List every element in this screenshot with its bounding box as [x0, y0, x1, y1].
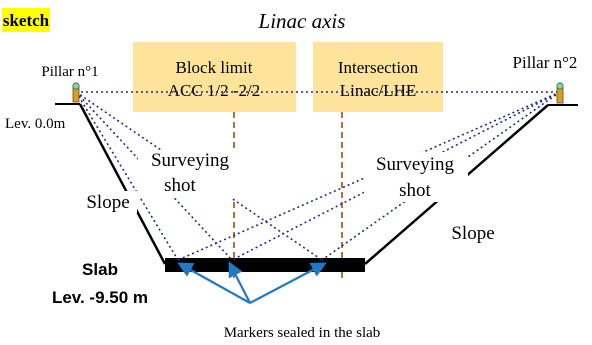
marker-arrow-2 [228, 261, 251, 304]
intersection-line2: Linac/LHE [340, 81, 416, 100]
survey-pillar-icon [556, 82, 564, 104]
marker-arrows [177, 261, 327, 304]
surveying-right-bg [364, 152, 468, 202]
block-limit-line1: Block limit [176, 58, 253, 77]
right-pillar-target [556, 82, 564, 90]
shot-line-p2-b [231, 91, 561, 261]
markers-caption: Markers sealed in the slab [224, 325, 381, 341]
block-limit-box [133, 42, 296, 112]
shot-line-p1-b [75, 91, 233, 261]
slope-right-label: Slope [451, 223, 494, 244]
slab-level-label: Lev. -9.50 m [52, 288, 148, 307]
diagram-title: Linac axis [258, 9, 346, 33]
pillar-2-label: Pillar n°2 [513, 53, 578, 72]
surveying-left-line2: shot [164, 175, 196, 196]
surveying-left-line1: Surveying [151, 150, 230, 171]
intersection-line1: Intersection [338, 58, 419, 77]
marker-arrow-3 [249, 262, 327, 304]
surveying-right-line2: shot [399, 180, 431, 201]
surveying-left-bg [138, 150, 244, 198]
ground-level-label: Lev. 0.0m [5, 116, 66, 132]
slope-left-label: Slope [86, 192, 129, 213]
block-limit-line2: ACC 1/2 -2/2 [168, 81, 261, 100]
right-pillar-body [556, 87, 564, 104]
survey-pillar-icon [72, 82, 80, 103]
sketch-highlight [2, 8, 50, 32]
slope-left-bg [79, 191, 137, 213]
left-pillar-target [72, 82, 80, 90]
intersection-box [313, 42, 443, 112]
left-pillar-body [72, 87, 80, 103]
marker-arrow-1 [177, 262, 251, 304]
pillar-1-label: Pillar n°1 [41, 64, 98, 80]
surveying-right-line1: Surveying [376, 154, 455, 175]
slab-label: Slab [82, 260, 118, 279]
left-slope [78, 103, 167, 265]
slab [165, 258, 365, 272]
sketch-label: sketch [3, 11, 50, 30]
